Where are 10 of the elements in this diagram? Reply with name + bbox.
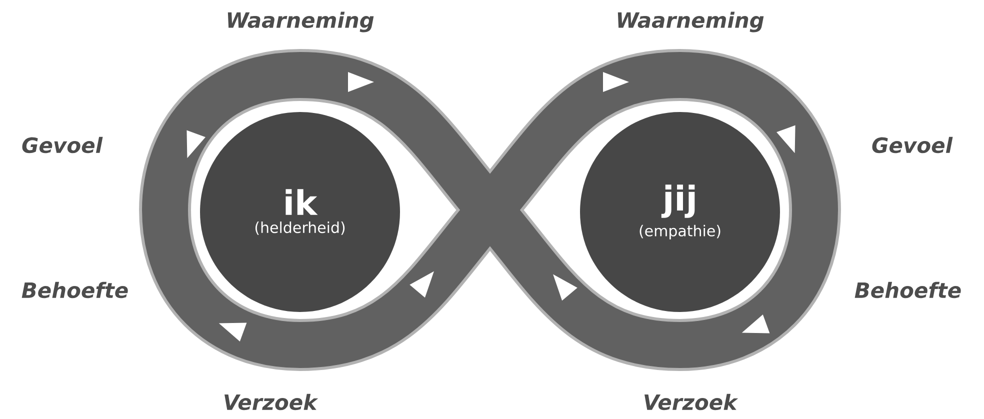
circle-node: ik (helderheid)	[200, 112, 400, 312]
loop-label: Gevoel	[872, 136, 953, 154]
loop-label: Verzoek	[644, 394, 738, 410]
loop-label: Waarneming	[228, 12, 374, 32]
loop-label: Behoefte	[22, 282, 128, 298]
loop-label: Verzoek	[224, 394, 318, 410]
loop-label: Gevoel	[22, 136, 103, 154]
loop-label: Behoefte	[854, 282, 961, 298]
loop-label: Waarneming	[618, 12, 764, 32]
circle-node: jij (empathie)	[580, 112, 780, 312]
